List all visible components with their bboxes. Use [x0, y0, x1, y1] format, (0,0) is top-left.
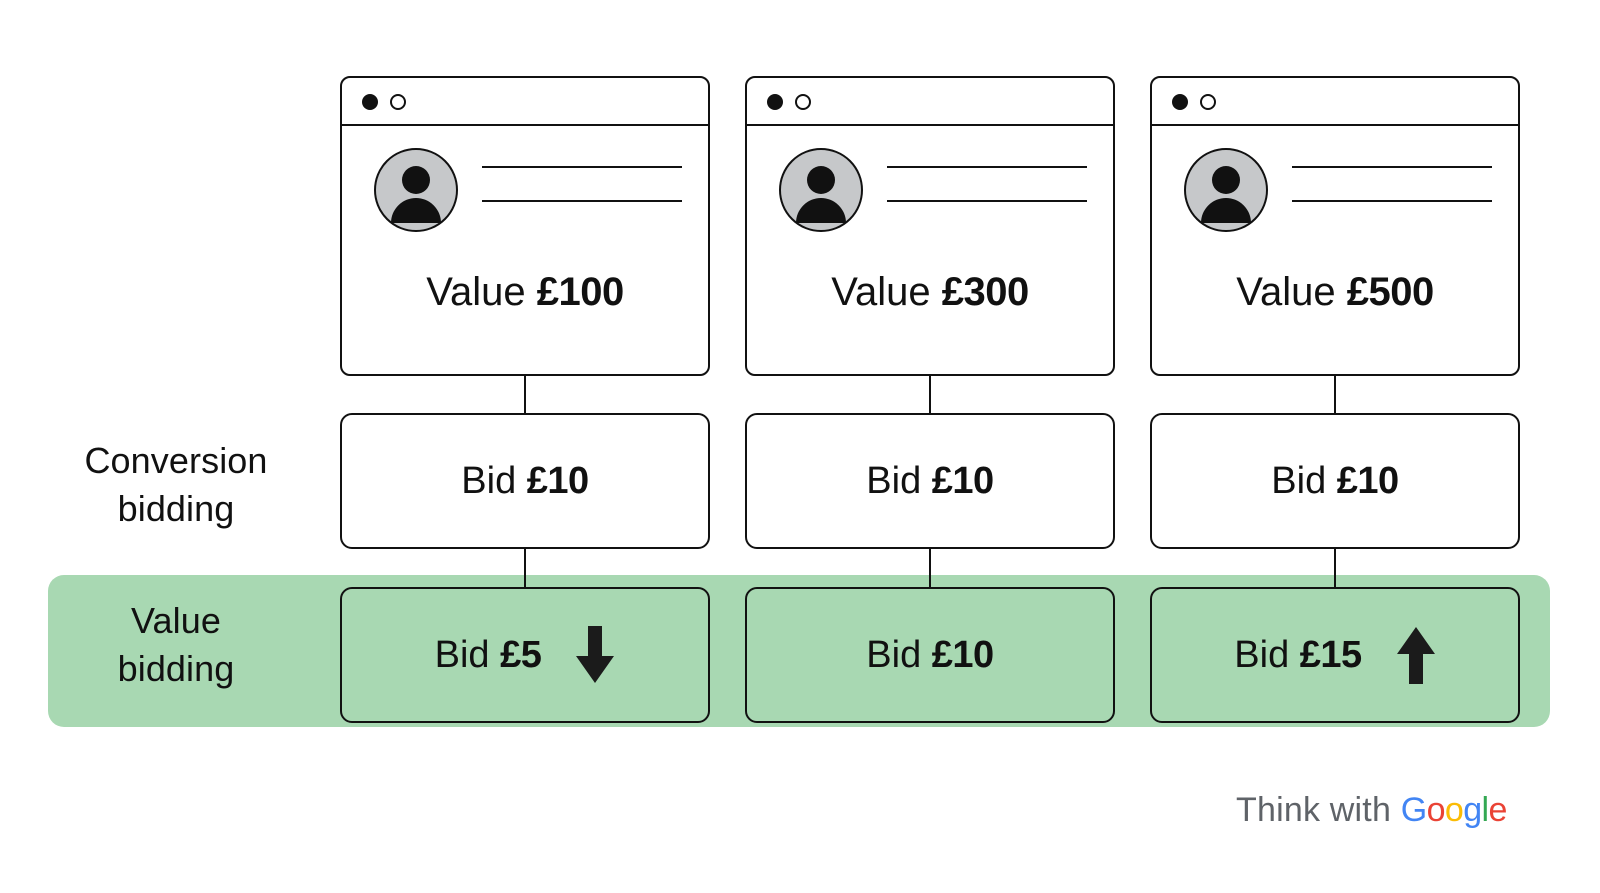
browser-chrome-3 — [1152, 78, 1518, 126]
value-bid-inner-1: Bid £5 — [342, 626, 708, 684]
card-value-amount-1: £100 — [536, 270, 624, 314]
value-bid-text-3: Bid £15 — [1234, 634, 1362, 676]
think-with-text: Think with — [1236, 791, 1401, 829]
value-bid-box-2: Bid £10 — [745, 587, 1115, 723]
profile-row-1 — [374, 148, 682, 232]
browser-card-3: Value £500 — [1150, 76, 1520, 376]
placeholder-line — [887, 166, 1087, 168]
conversion-bid-label-1: Bid — [461, 460, 527, 502]
placeholder-text-lines-2 — [887, 166, 1087, 202]
card-value-label-2: Value — [831, 270, 942, 314]
value-bid-label-3: Bid — [1234, 634, 1300, 676]
value-bid-box-1: Bid £5 — [340, 587, 710, 723]
card-value-label-3: Value — [1236, 270, 1347, 314]
value-bid-amount-3: £15 — [1299, 634, 1362, 676]
person-avatar-icon — [779, 148, 863, 232]
conversion-bid-label-2: Bid — [866, 460, 932, 502]
avatar-head-shape — [1212, 166, 1240, 194]
value-bid-text-1: Bid £5 — [435, 634, 542, 676]
conversion-bid-text-1: Bid £10 — [461, 460, 589, 502]
placeholder-line — [482, 200, 682, 202]
value-bid-amount-1: £5 — [500, 634, 542, 676]
conversion-bid-text-2: Bid £10 — [866, 460, 994, 502]
connector-card1-to-convbid1 — [524, 376, 526, 413]
avatar-body-shape — [796, 198, 846, 223]
value-bid-inner-2: Bid £10 — [747, 634, 1113, 676]
window-dot-hollow-icon — [390, 94, 406, 110]
window-dot-hollow-icon — [1200, 94, 1216, 110]
row-label-value-line1: Value — [131, 600, 221, 641]
conversion-bid-amount-2: £10 — [931, 460, 994, 502]
connector-card3-to-convbid3 — [1334, 376, 1336, 413]
conversion-bid-inner-3: Bid £10 — [1152, 460, 1518, 502]
card-value-2: Value £300 — [747, 270, 1113, 314]
conversion-bid-text-3: Bid £10 — [1271, 460, 1399, 502]
arrow-up-icon — [1396, 627, 1435, 684]
value-bid-label-1: Bid — [434, 634, 501, 676]
google-letter-e-red: e — [1488, 791, 1507, 829]
browser-card-1: Value £100 — [340, 76, 710, 376]
google-letter-g-blue-2: g — [1463, 791, 1482, 829]
value-bid-text-2: Bid £10 — [866, 634, 994, 676]
google-wordmark: Google — [1400, 791, 1508, 829]
connector-convbid1-to-valbid1 — [524, 549, 526, 587]
placeholder-line — [482, 166, 682, 168]
profile-row-3 — [1184, 148, 1492, 232]
conversion-bid-box-2: Bid £10 — [745, 413, 1115, 549]
placeholder-line — [1292, 166, 1492, 168]
connector-convbid3-to-valbid3 — [1334, 549, 1336, 587]
window-dot-filled-icon — [1172, 94, 1188, 110]
row-label-conversion-line1: Conversion — [84, 440, 268, 481]
conversion-bid-amount-1: £10 — [526, 460, 589, 502]
placeholder-line — [887, 200, 1087, 202]
card-value-3: Value £500 — [1152, 270, 1518, 314]
avatar-body-shape — [391, 198, 441, 223]
card-value-amount-3: £500 — [1346, 270, 1434, 314]
conversion-bid-box-1: Bid £10 — [340, 413, 710, 549]
conversion-bid-box-3: Bid £10 — [1150, 413, 1520, 549]
connector-convbid2-to-valbid2 — [929, 549, 931, 587]
window-dot-filled-icon — [362, 94, 378, 110]
value-bid-inner-3: Bid £15 — [1152, 626, 1518, 684]
google-letter-l-green: l — [1481, 791, 1490, 829]
avatar-head-shape — [402, 166, 430, 194]
browser-chrome-2 — [747, 78, 1113, 126]
card-value-label-1: Value — [426, 270, 537, 314]
google-letter-o-red: o — [1426, 791, 1446, 829]
card-value-amount-2: £300 — [941, 270, 1029, 314]
row-label-value-line2: bidding — [117, 648, 235, 689]
value-bid-amount-2: £10 — [931, 634, 994, 676]
card-value-1: Value £100 — [342, 270, 708, 314]
arrow-down-icon — [576, 626, 615, 683]
browser-chrome-1 — [342, 78, 708, 126]
avatar-head-shape — [807, 166, 835, 194]
conversion-bid-amount-3: £10 — [1336, 460, 1399, 502]
placeholder-text-lines-3 — [1292, 166, 1492, 202]
connector-card2-to-convbid2 — [929, 376, 931, 413]
row-label-conversion-line2: bidding — [117, 488, 235, 529]
placeholder-line — [1292, 200, 1492, 202]
conversion-bid-inner-2: Bid £10 — [747, 460, 1113, 502]
window-dot-hollow-icon — [795, 94, 811, 110]
browser-card-2: Value £300 — [745, 76, 1115, 376]
placeholder-text-lines-1 — [482, 166, 682, 202]
person-avatar-icon — [1184, 148, 1268, 232]
avatar-body-shape — [1201, 198, 1251, 223]
google-letter-o-yellow: o — [1444, 791, 1464, 829]
row-label-conversion-bidding: Conversion bidding — [26, 437, 326, 533]
think-with-google-logo: Think with Google — [1236, 789, 1507, 831]
google-letter-g-blue: G — [1400, 791, 1427, 829]
window-dot-filled-icon — [767, 94, 783, 110]
profile-row-2 — [779, 148, 1087, 232]
row-label-value-bidding: Value bidding — [26, 597, 326, 693]
value-bid-box-3: Bid £15 — [1150, 587, 1520, 723]
person-avatar-icon — [374, 148, 458, 232]
conversion-bid-label-3: Bid — [1271, 460, 1337, 502]
conversion-bid-inner-1: Bid £10 — [342, 460, 708, 502]
value-bid-label-2: Bid — [866, 634, 932, 676]
